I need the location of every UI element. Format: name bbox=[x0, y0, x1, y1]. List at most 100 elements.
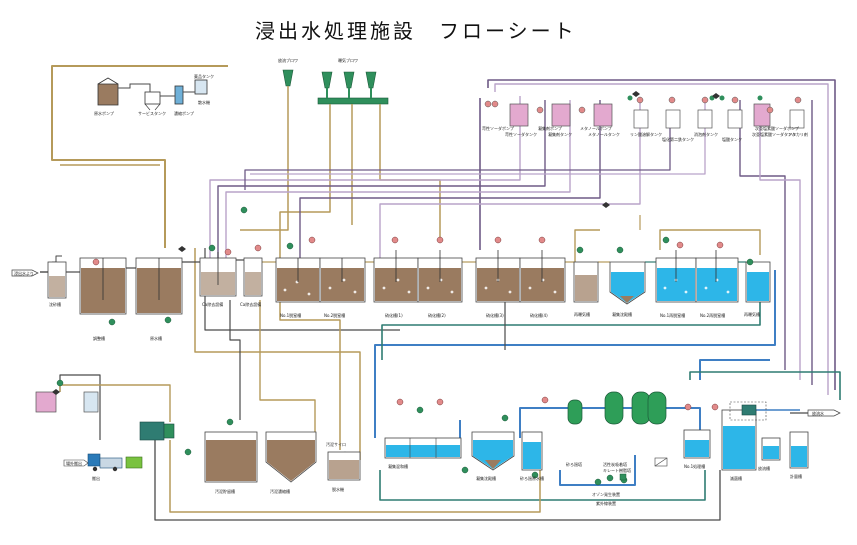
blower-header-pipe bbox=[317, 97, 389, 105]
utility-label-2: サービスタンク bbox=[138, 110, 166, 116]
blower-icon bbox=[365, 71, 377, 89]
chemical-tank bbox=[789, 109, 805, 129]
chem-label-6: 消泡剤タンク bbox=[694, 131, 718, 137]
inflow-arrow-icon bbox=[11, 269, 39, 277]
lower-label-6: 砂ろ過原水槽 bbox=[520, 475, 544, 481]
pump-icon bbox=[757, 95, 763, 101]
tank-label-15: 再曝気槽 bbox=[744, 311, 760, 317]
lower-label-5: 凝集沈殿槽 bbox=[476, 475, 496, 481]
ozone-label: オゾン発生装置 bbox=[592, 491, 620, 497]
pump-icon bbox=[491, 100, 499, 108]
tank-label-11: 再曝気槽 bbox=[574, 311, 590, 317]
pump-icon bbox=[484, 100, 492, 108]
chemical-tank bbox=[83, 391, 99, 413]
chem-label-7: 塩酸タンク bbox=[722, 136, 742, 142]
tank-label-8: 硝化槽(2) bbox=[428, 312, 446, 318]
blower-icon bbox=[321, 71, 333, 89]
top-utility-cluster: 原水ポンプ サービスタンク 濃縮ポンプ 薬品タンク 散水機 bbox=[94, 73, 214, 116]
cake-hopper bbox=[125, 456, 143, 469]
filter-tower bbox=[647, 391, 667, 425]
pump-icon bbox=[766, 106, 774, 114]
dewater-machine bbox=[139, 421, 165, 441]
instrument-group bbox=[92, 236, 724, 411]
pump-icon bbox=[636, 96, 644, 104]
blower-icon bbox=[343, 71, 355, 89]
utility-label-5: 散水機 bbox=[198, 99, 210, 105]
lower-label-3: 汚泥サイロ bbox=[326, 441, 346, 447]
upper-process-tanks: 浸出水より 沈砂槽 調整槽 原水槽 Ca除去設備 Ca除去設備 No.1脱窒槽 … bbox=[11, 250, 771, 341]
tank-label-14: No.2再脱窒槽 bbox=[700, 312, 725, 318]
chemical-tank bbox=[593, 103, 613, 127]
chem-label-9: アルカリ剤 bbox=[788, 131, 808, 137]
tank-label-12: 凝集沈殿槽 bbox=[612, 311, 632, 317]
chemical-tank bbox=[551, 103, 571, 127]
outflow-truck-arrow bbox=[63, 459, 89, 467]
tank-label-4: Ca除去設備 bbox=[240, 301, 261, 307]
lower-label-7: 砂ろ過塔 bbox=[566, 461, 582, 467]
tank-label-1: 調整槽 bbox=[93, 335, 105, 341]
filter-tower bbox=[631, 391, 651, 425]
lower-label-8: 活性炭吸着塔 bbox=[603, 461, 627, 467]
pipe-network bbox=[40, 65, 841, 521]
blower-label-1: 放流ブロワ bbox=[278, 57, 298, 63]
lower-label-1: 汚泥濃縮槽 bbox=[270, 488, 290, 494]
chem-label-1: 苛性ソーダタンク bbox=[505, 131, 537, 137]
lower-label-11: 滅菌槽 bbox=[730, 475, 742, 481]
chem-pump-label-1: 苛性ソーダポンプ bbox=[482, 125, 514, 131]
chemical-tank bbox=[697, 109, 713, 129]
pump-icon bbox=[701, 96, 709, 104]
tank-label-13: No.1再脱窒槽 bbox=[660, 312, 685, 318]
tank-label-7: 硝化槽(1) bbox=[385, 312, 403, 318]
lower-label-0: 汚泥貯留槽 bbox=[215, 488, 235, 494]
utility-label-4: 薬品タンク bbox=[194, 73, 214, 79]
lower-label-9: キレート樹脂塔 bbox=[603, 467, 631, 473]
pump-icon bbox=[668, 96, 676, 104]
lower-process-tanks: 場外搬出 搬出 汚泥貯留槽 汚泥濃縮槽 脱水機 汚泥サイロ 凝集混和槽 凝集沈殿… bbox=[35, 391, 841, 506]
utility-label-1: 原水ポンプ bbox=[94, 110, 114, 116]
chem-label-3: メタノールタンク bbox=[588, 131, 620, 137]
utility-label-3: 濃縮ポンプ bbox=[174, 110, 194, 116]
pump-icon bbox=[731, 96, 739, 104]
tank-label-0: 沈砂槽 bbox=[49, 301, 61, 307]
chemical-tank bbox=[753, 103, 771, 127]
truck-label: 搬出 bbox=[92, 475, 100, 481]
pump-icon bbox=[627, 95, 633, 101]
tank-label-9: 硝化槽(3) bbox=[486, 312, 504, 318]
lower-label-4: 凝集混和槽 bbox=[388, 463, 408, 469]
tank-label-6: No.2脱窒槽 bbox=[324, 312, 345, 318]
tank-label-10: 硝化槽(4) bbox=[530, 312, 548, 318]
lower-label-13: 計量槽 bbox=[790, 473, 802, 479]
lower-label-2: 脱水機 bbox=[332, 486, 344, 492]
lower-label-12: 放流槽 bbox=[758, 465, 770, 471]
valve-marks bbox=[52, 91, 720, 395]
chem-label-2: 凝集剤タンク bbox=[548, 131, 572, 137]
uv-label: 紫外線装置 bbox=[596, 500, 616, 506]
inflow-label: 浸出水より bbox=[14, 270, 34, 276]
blower-icon bbox=[282, 69, 294, 87]
chem-pump-label-2: 凝集剤ポンプ bbox=[538, 125, 562, 131]
chem-label-8: 次亜塩素酸ソーダタンク bbox=[752, 131, 796, 137]
chem-pump-label-8: 次亜塩素酸ソーダポンプ bbox=[755, 125, 799, 131]
diagram-title: 浸出水処理施設 フローシート bbox=[255, 19, 577, 43]
chem-label-5: 塩化第二鉄タンク bbox=[662, 136, 694, 142]
outer-label: 場外搬出 bbox=[66, 460, 82, 466]
chemical-tank bbox=[35, 391, 57, 413]
tank-label-2: 原水槽 bbox=[150, 335, 162, 341]
pump-icon bbox=[578, 106, 586, 114]
chem-label-4: リン酸溶解タンク bbox=[630, 131, 662, 137]
chemical-tank-group: 苛性ソーダタンク 凝集剤タンク メタノールタンク リン酸溶解タンク 塩化第二鉄タ… bbox=[482, 95, 808, 142]
filter-tower bbox=[604, 391, 624, 425]
filter-tower bbox=[567, 399, 583, 425]
pump-icon bbox=[794, 96, 802, 104]
chemical-tank bbox=[727, 109, 743, 129]
outflow-arrow-icon bbox=[807, 409, 841, 417]
chemical-tank bbox=[665, 109, 681, 129]
tank-label-3: Ca除去設備 bbox=[202, 301, 223, 307]
outflow-label: 放流水 bbox=[812, 410, 824, 416]
blower-group: 放流ブロワ 曝気ブロワ bbox=[278, 57, 389, 105]
pump-icon bbox=[536, 106, 544, 114]
chemical-tank bbox=[509, 103, 529, 127]
chem-pump-label-3: メタノールポンプ bbox=[580, 125, 612, 131]
blower-label-2: 曝気ブロワ bbox=[338, 57, 358, 63]
